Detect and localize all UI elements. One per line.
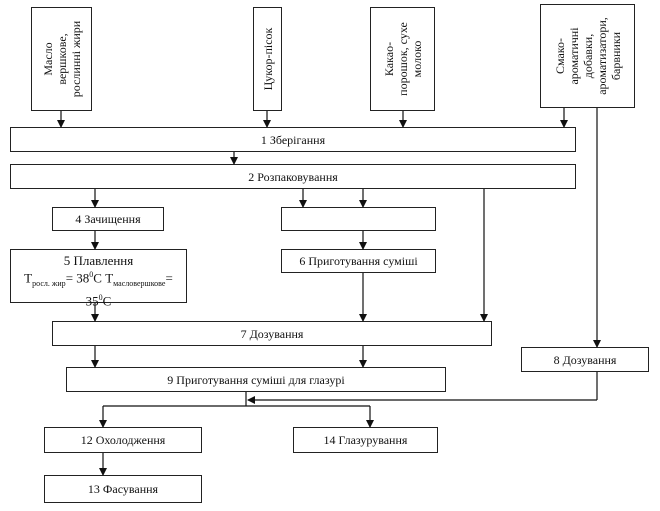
input-cocoa-text: Какао- порошок, сухе молоко [382,9,424,109]
input-sugar-box: Цукор-пісок [253,7,282,111]
step-9-label: 9 Приготування суміші для глазурі [167,372,345,387]
step-1-label: 1 Зберігання [260,132,326,147]
step-7-label: 7 Дозування [240,326,304,341]
step-4-label: 4 Зачищення [75,212,141,226]
step-5-t1-val: = 38 [65,270,90,286]
step-14-glazing: 14 Глазурування [293,427,438,453]
step-5-c2: С [102,293,112,309]
step-13-packing: 13 Фасування [44,475,202,503]
input-flavor-box: Смако- ароматичні добавки, ароматизатори… [540,4,635,108]
input-cocoa-line3: молоко [409,40,424,78]
step-5-t1: Т [24,270,33,286]
step-5-line2: Тросл. жир= 380С Тмасловершкове= [15,268,182,291]
input-flavor-line2: ароматичні [566,27,581,85]
step-5-t1-sub: росл. жир [32,278,66,288]
step-5-title: 5 Плавлення [63,253,134,268]
step-13-label: 13 Фасування [87,482,159,496]
step-5-t2-sub: масловершкове [113,278,166,288]
step-2-label: 2 Розпаковування [248,169,338,184]
step-12-label: 12 Охолодження [80,433,166,447]
step-8-dosing: 8 Дозування [521,347,649,372]
input-cocoa-box: Какао- порошок, сухе молоко [370,7,435,111]
step-5-c1: С Т [93,270,114,286]
input-cocoa-line1: Какао- [381,41,396,77]
step-5-t2-val: 35 [85,293,99,309]
step-14-label: 14 Глазурування [323,433,408,447]
input-flavor-line5: барвники [608,31,623,81]
input-flavor-text: Смако- ароматичні добавки, ароматизатори… [553,6,623,106]
input-sugar-line1: Цукор-пісок [260,27,275,91]
step-5-melting: 5 Плавлення Тросл. жир= 380С Тмасловершк… [10,249,187,308]
step-6-label: 6 Приготування суміші [299,254,418,268]
input-butter-line1: Масло [40,42,55,76]
input-flavor-line1: Смако- [552,37,567,75]
input-flavor-line3: добавки, [580,33,595,79]
step-5-sup2: 0 [98,292,103,302]
step-6-mix: 6 Приготування суміші [281,249,436,273]
step-7-dosing: 7 Дозування [52,321,492,346]
input-cocoa-line2: порошок, сухе [395,22,410,96]
step-5-line3: 350С [15,291,182,308]
step-4-cleaning: 4 Зачищення [52,207,164,231]
step-9-glaze-mix: 9 Приготування суміші для глазурі [66,367,446,392]
step-12-cooling: 12 Охолодження [44,427,202,453]
step-5-sup1: 0 [89,270,94,279]
input-butter-line2: вершкове, [54,33,69,85]
input-butter-line3: рослинні жири [68,20,83,98]
input-flavor-line4: ароматизатори, [594,17,609,95]
step-2-unpacking: 2 Розпаковування [10,164,576,189]
step-5-text: 5 Плавлення Тросл. жир= 380С Тмасловершк… [15,254,182,308]
step-8-label: 8 Дозування [553,352,617,367]
input-butter-text: Масло вершкове, рослинні жири [41,9,83,109]
step-5-t2-eq: = [165,270,173,286]
input-sugar-text: Цукор-пісок [261,9,275,109]
step-1-storage: 1 Зберігання [10,127,576,152]
input-butter-box: Масло вершкове, рослинні жири [31,7,92,111]
step-3-empty [281,207,436,231]
